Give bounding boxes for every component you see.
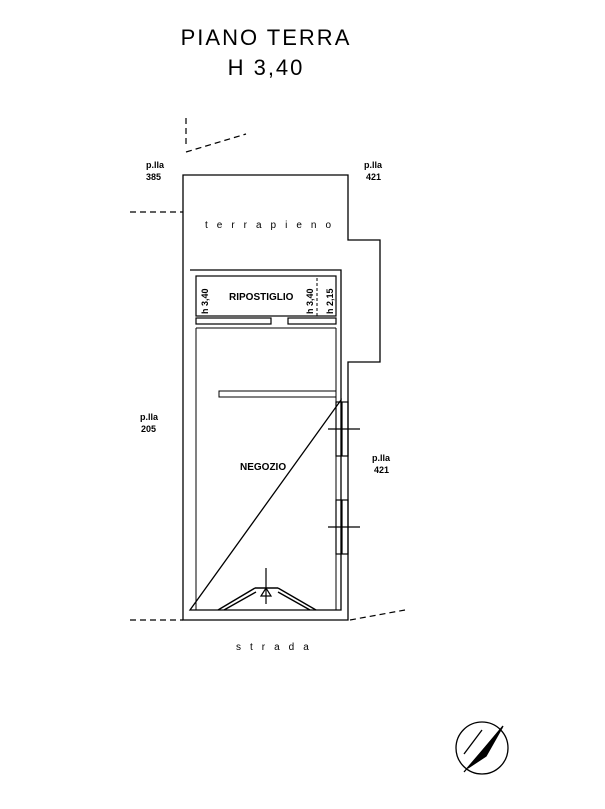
entrance-arrow-icon — [259, 568, 273, 604]
height-label-storage-mid: h 3,40 — [305, 288, 315, 314]
parcel-label-421-top-prefix: p.lla — [364, 160, 383, 170]
parcel-label-205-number: 205 — [141, 424, 156, 434]
window-lower — [328, 499, 360, 555]
north-arrow-icon — [455, 721, 509, 775]
room-label-storage: RIPOSTIGLIO — [229, 292, 294, 303]
parcel-label-385-prefix: p.lla — [146, 160, 165, 170]
terrapieno-label: terrapieno — [205, 220, 340, 231]
height-label: H 3,40 — [228, 55, 305, 80]
parcel-label-421-right-number: 421 — [374, 465, 389, 475]
parcel-label-421-right-prefix: p.lla — [372, 453, 391, 463]
room-label-shop: NEGOZIO — [240, 462, 286, 473]
partition-wall — [195, 317, 337, 325]
storage-room-outline — [195, 275, 337, 317]
beam-element — [218, 390, 337, 398]
street-label: strada — [236, 642, 318, 653]
property-boundary-lines — [130, 118, 406, 621]
parcel-label-421-top-number: 421 — [366, 172, 381, 182]
plan-title: PIANO TERRA — [181, 25, 352, 50]
parcel-label-385-number: 385 — [146, 172, 161, 182]
parcel-label-205-prefix: p.lla — [140, 412, 159, 422]
interior-wall-outline — [188, 269, 342, 611]
building-outline — [182, 174, 381, 621]
entrance-door — [217, 587, 317, 611]
shop-inner-wall — [195, 327, 337, 610]
height-label-storage-right: h 2,15 — [325, 288, 335, 314]
window-upper — [328, 401, 360, 457]
height-label-storage-left: h 3,40 — [200, 288, 210, 314]
